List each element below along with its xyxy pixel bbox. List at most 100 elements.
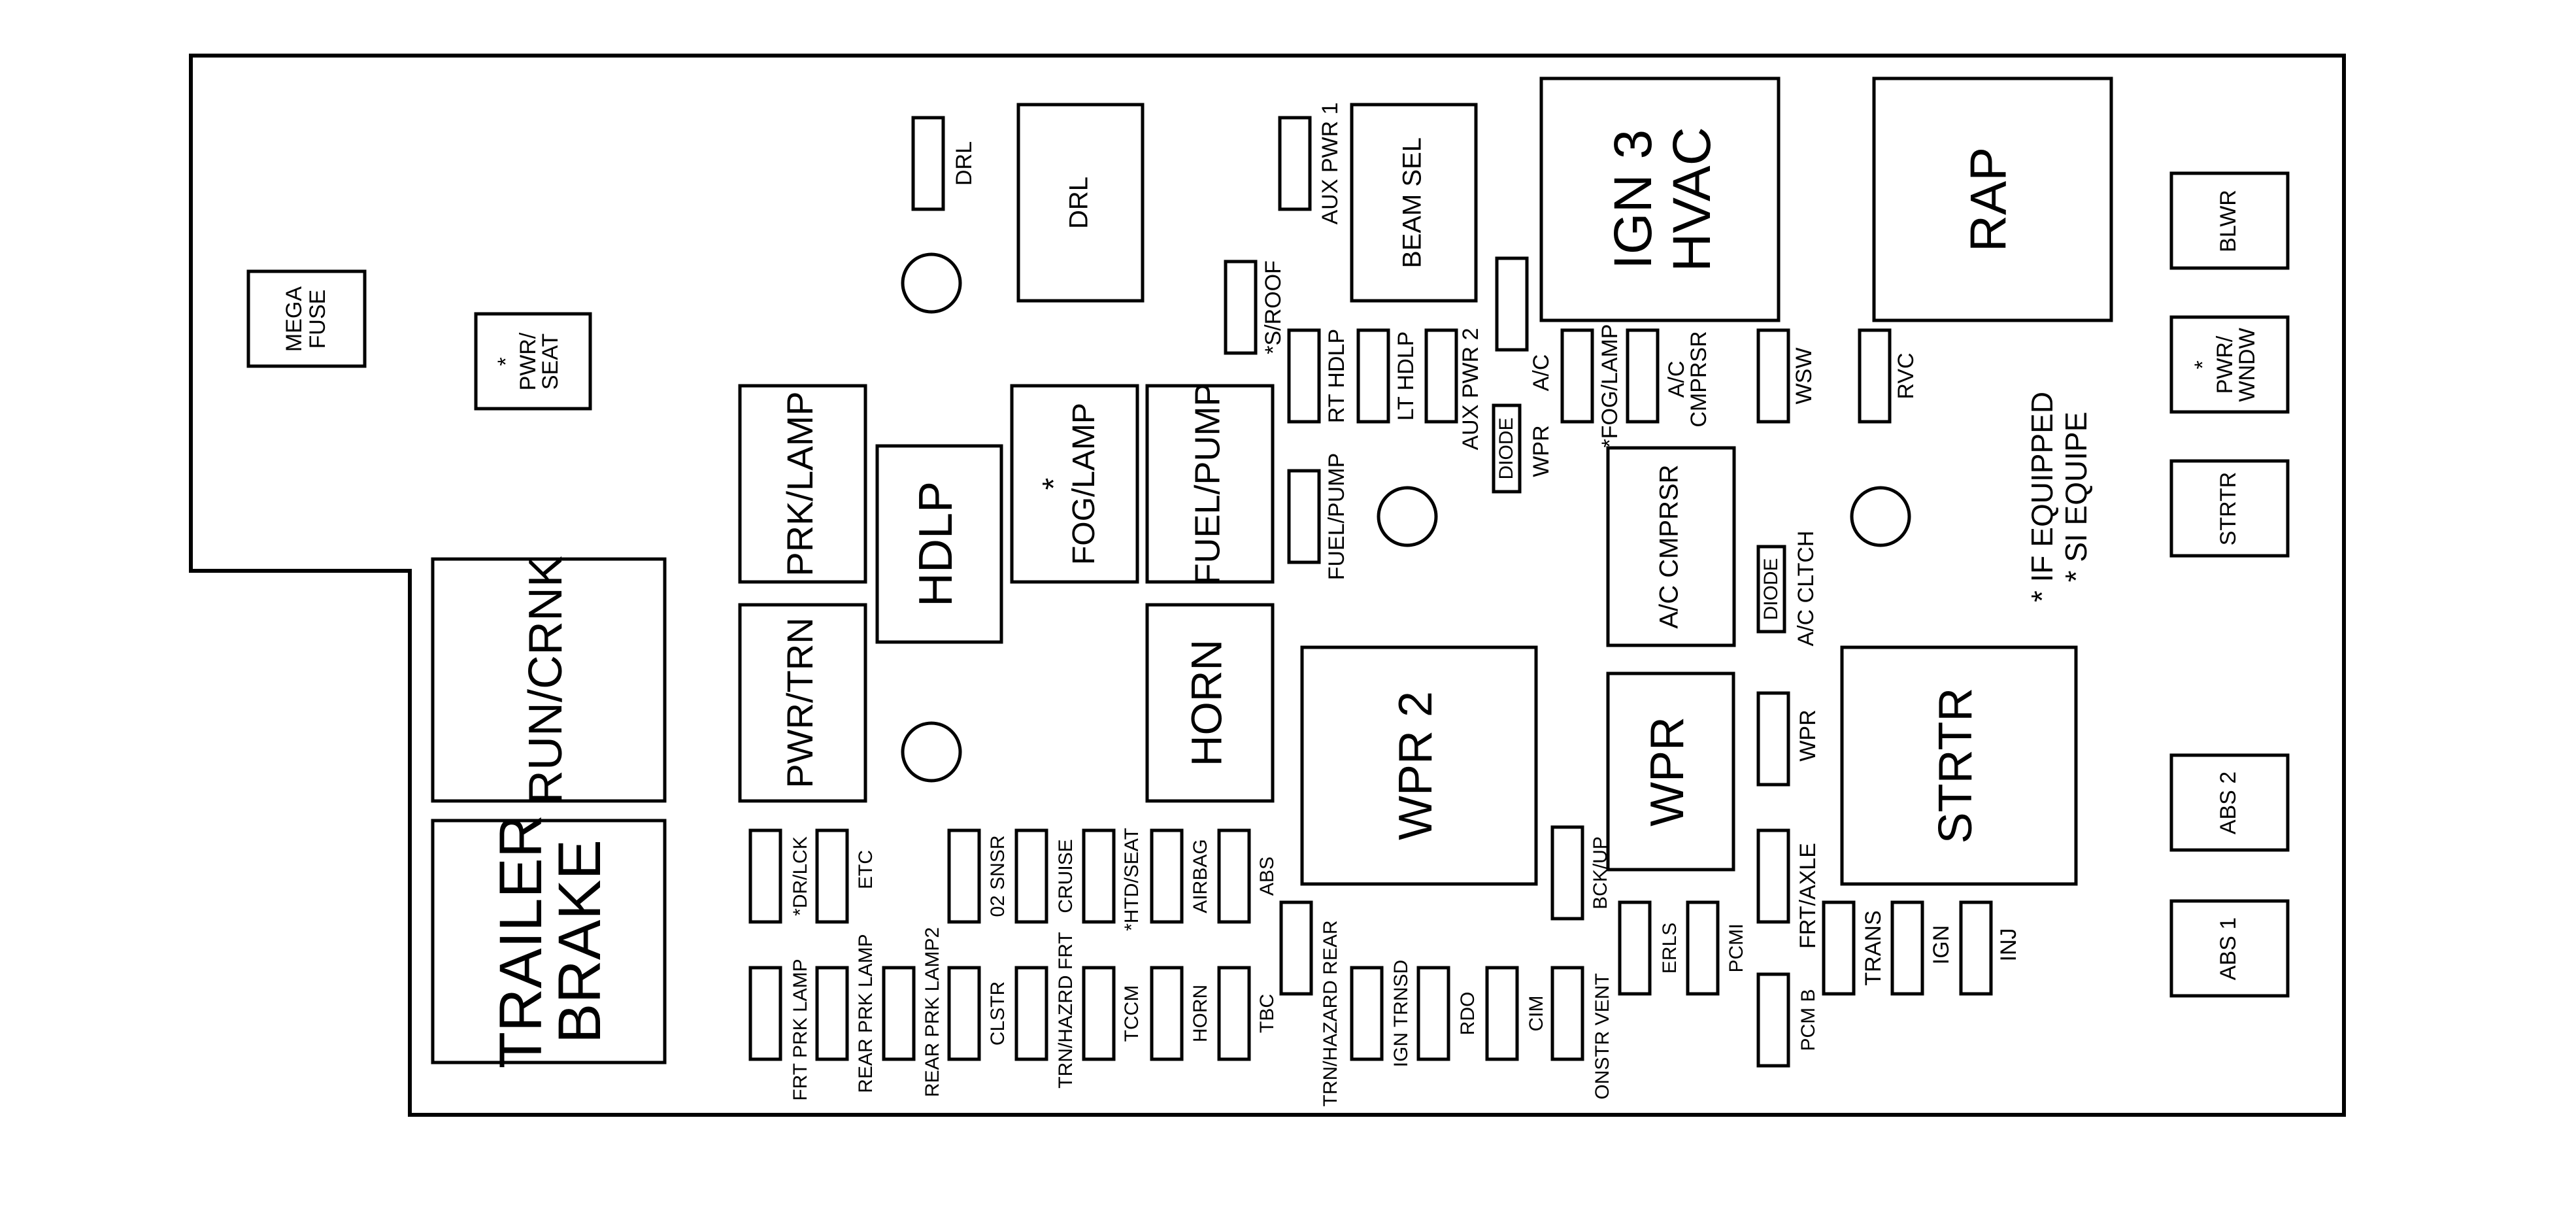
- tccm-label: TCCM: [1121, 985, 1143, 1042]
- ign-trnsd-label: IGN TRNSD: [1390, 960, 1412, 1067]
- rvc-label: RVC: [1894, 352, 1918, 399]
- legend-line-2: * SI EQUIPE: [2059, 412, 2093, 583]
- diode-wpr-label: DIODE: [1496, 417, 1517, 479]
- wsw-fuse: WSW: [1756, 328, 1816, 424]
- lt-hdlp-label: LT HDLP: [1394, 332, 1418, 421]
- blwr-fuse: BLWR: [2169, 171, 2290, 270]
- s-roof-fuse: *S/ROOF: [1224, 260, 1286, 355]
- mega-fuse-label-1: MEGA: [282, 286, 307, 352]
- rap-relay: RAP: [1872, 76, 2113, 322]
- pwr-wndw-label-1: PWR/: [2213, 335, 2237, 394]
- fog-lamp-relay-label: FOG/LAMP: [1067, 403, 1101, 565]
- rdo-label: RDO: [1457, 992, 1479, 1036]
- strtr-fuse-label: STRTR: [2216, 472, 2241, 546]
- pwr-trn-label: PWR/TRN: [779, 617, 820, 788]
- frt-axle-label: FRT/AXLE: [1796, 843, 1820, 949]
- horn-relay: HORN: [1145, 603, 1275, 803]
- ign3-hvac-label-2: HVAC: [1662, 127, 1722, 272]
- etc-label: ETC: [855, 850, 877, 889]
- fuse-ign: IGN: [1890, 900, 1954, 996]
- drl-fuse-label: DRL: [952, 141, 977, 186]
- fog-lamp-fuse-label: *FOG/LAMP: [1597, 324, 1622, 448]
- inj-label: INJ: [1996, 928, 2021, 962]
- wsw-label: WSW: [1792, 348, 1816, 405]
- cim-label: CIM: [1526, 996, 1547, 1032]
- pwr-seat-asterisk: *: [493, 357, 518, 366]
- rear-prk-lamp2-label: REAR PRK LAMP2: [922, 927, 943, 1097]
- trailer-brake-module: TRAILER BRAKE: [431, 815, 667, 1069]
- trailer-brake-label-1: TRAILER: [488, 815, 554, 1069]
- pcmi-label: PCMI: [1726, 924, 1747, 973]
- fuse-clstr: CLSTR: [947, 966, 1009, 1061]
- bck-up-label: BCK/UP: [1590, 836, 1611, 910]
- blank-fuse-slot: [1495, 256, 1529, 352]
- drl-fuse: DRL: [911, 116, 977, 211]
- pwr-seat-label-1: PWR/: [516, 332, 541, 390]
- strtr-relay: STRTR: [1840, 645, 2078, 886]
- abs1-fuse: ABS 1: [2169, 899, 2290, 998]
- fuel-pump-relay-label: FUEL/PUMP: [1188, 382, 1227, 585]
- horn-relay-label: HORN: [1182, 639, 1230, 766]
- fuse-ign-trnsd: IGN TRNSD: [1350, 960, 1412, 1067]
- s-roof-label: *S/ROOF: [1261, 260, 1286, 354]
- rvc-fuse: RVC: [1858, 328, 1918, 424]
- fuel-pump-relay: FUEL/PUMP: [1145, 382, 1275, 585]
- fuse-etc: ETC: [815, 828, 877, 924]
- ac-clutch-label: A/C CLTCH: [1794, 531, 1818, 647]
- mounting-hole: [1377, 486, 1438, 547]
- aux-pwr-2-label: AUX PWR 2: [1458, 328, 1483, 450]
- ign3-hvac-label-1: IGN 3: [1603, 129, 1663, 269]
- mega-fuse-label-2: FUSE: [305, 290, 330, 349]
- abs1-label: ABS 1: [2216, 917, 2241, 980]
- fuse-trans: TRANS: [1822, 900, 1886, 996]
- hdlp-label: HDLP: [910, 481, 962, 607]
- trans-label: TRANS: [1861, 910, 1886, 985]
- run-crnk-relay: RUN/CRNK: [431, 556, 667, 804]
- frt-prk-lamp-label: FRT PRK LAMP: [790, 959, 811, 1100]
- fuse-rear-prk-lamp2: REAR PRK LAMP2: [882, 927, 943, 1097]
- mega-fuse: MEGA FUSE: [246, 269, 367, 368]
- mounting-hole: [1850, 486, 1911, 547]
- pwr-trn-relay: PWR/TRN: [738, 603, 867, 803]
- pwr-seat-fuse: * PWR/ SEAT: [474, 312, 592, 411]
- wpr2-relay: WPR 2: [1300, 645, 1538, 886]
- trailer-brake-label-2: BRAKE: [546, 840, 613, 1044]
- rear-prk-lamp-label: REAR PRK LAMP: [855, 934, 877, 1093]
- abs-fuse-label: ABS: [1256, 857, 1278, 896]
- diode-ac: DIODE A/C CLTCH: [1756, 531, 1818, 647]
- ac-fuse-label: A/C: [1529, 354, 1554, 392]
- wpr-fuse: WPR: [1756, 691, 1820, 787]
- erls-label: ERLS: [1659, 923, 1681, 974]
- run-crnk-label: RUN/CRNK: [520, 556, 572, 804]
- beam-sel-relay: BEAM SEL: [1350, 103, 1478, 303]
- fuse-airbag: AIRBAG: [1150, 828, 1211, 924]
- drl-relay: DRL: [1016, 103, 1145, 303]
- fuel-pump-fuse: FUEL/PUMP: [1287, 453, 1349, 581]
- htd-seat-label: *HTD/SEAT: [1121, 828, 1143, 931]
- fuse-frt-prk-lamp: FRT PRK LAMP: [748, 959, 811, 1101]
- trn-hazrd-frt-label: TRN/HAZRD FRT: [1055, 932, 1077, 1088]
- dr-lck-label: *DR/LCK: [790, 836, 811, 916]
- clstr-label: CLSTR: [987, 981, 1009, 1046]
- fuse-block-outline: [189, 54, 2346, 1117]
- mounting-hole: [901, 252, 962, 314]
- strtr-relay-label: STRTR: [1930, 688, 1982, 844]
- aux-pwr-1-fuse: AUX PWR 1: [1278, 102, 1343, 225]
- fog-lamp-fuse: *FOG/LAMP: [1597, 324, 1622, 448]
- lt-hdlp-fuse: LT HDLP: [1356, 328, 1418, 424]
- onstr-vent-label: ONSTR VENT: [1592, 973, 1613, 1099]
- fuse-cim: CIM: [1485, 966, 1547, 1061]
- ac-cmprsr-fuse-label-2: CMPRSR: [1686, 331, 1711, 427]
- rt-hdlp-label: RT HDLP: [1324, 329, 1349, 423]
- pcm-b-label: PCM B: [1798, 989, 1819, 1051]
- wpr2-label: WPR 2: [1390, 691, 1442, 840]
- trn-hazard-rear-label: TRN/HAZARD REAR: [1320, 920, 1341, 1106]
- fuse-cruise: CRUISE: [1014, 828, 1077, 924]
- fuel-pump-fuse-label: FUEL/PUMP: [1324, 453, 1349, 581]
- fuse-frt-axle: FRT/AXLE: [1756, 828, 1820, 949]
- fuse-tbc: TBC: [1217, 966, 1278, 1061]
- fuse-trn-hazrd-frt: TRN/HAZRD FRT: [1014, 932, 1077, 1089]
- fuse-inj: INJ: [1959, 900, 2021, 996]
- pwr-wndw-fuse: * PWR/ WNDW: [2169, 315, 2290, 414]
